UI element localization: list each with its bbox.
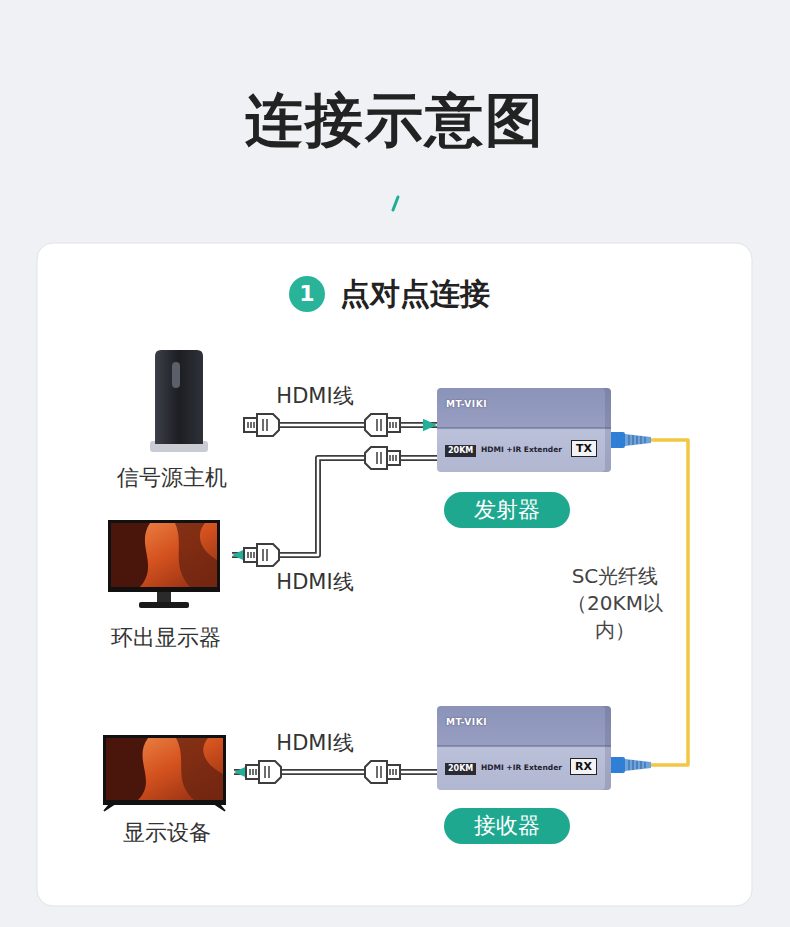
sc-connector — [609, 757, 651, 773]
section-heading: 点对点连接 — [340, 277, 490, 311]
tv-legs — [104, 805, 225, 811]
hdmi-plug — [244, 414, 279, 436]
hdmi-plug — [246, 761, 281, 783]
hdmi-plug — [365, 447, 400, 469]
receiver-unit: MT-VIKI 20KM HDMI +IR Extender RX — [437, 706, 611, 790]
device-caption: 信号源主机 — [100, 465, 244, 491]
monitor-frame — [108, 520, 220, 592]
monitor-screen — [111, 523, 217, 587]
role-pill: 发射器 — [444, 492, 570, 528]
screen-shadow — [176, 738, 223, 800]
cable-label: SC光纤线 （20KM以内） — [550, 563, 680, 644]
page-title: 连接示意图 — [0, 84, 790, 156]
connector-group — [232, 425, 688, 772]
model-name: HDMI +IR Extender — [481, 444, 562, 456]
cable-label: HDMI线 — [255, 730, 375, 756]
tower-highlight — [172, 362, 180, 388]
display-device: 显示设备 — [100, 730, 234, 846]
role-name: 发射器 — [474, 492, 540, 528]
content-card — [37, 243, 752, 906]
monitor-neck — [157, 592, 171, 603]
brand-mark: MT-VIKI — [446, 716, 487, 728]
hdmi-plug — [365, 414, 400, 436]
tv-screen — [106, 738, 223, 800]
hdmi-plug — [365, 761, 400, 783]
screen-shadow — [111, 523, 150, 587]
device-caption: 环出显示器 — [100, 625, 232, 651]
model-name: HDMI +IR Extender — [481, 762, 562, 774]
tower-body — [155, 350, 203, 444]
screen-shadow — [175, 523, 217, 587]
role-name: 接收器 — [474, 808, 540, 844]
unit-tag: TX — [571, 440, 597, 457]
monitor-foot — [139, 602, 189, 608]
tv-illustration — [103, 735, 226, 811]
hdmi-cable — [232, 458, 437, 555]
loop-monitor: 环出显示器 — [100, 515, 232, 651]
brand-mark: MT-VIKI — [446, 398, 487, 410]
tv-frame — [103, 735, 226, 805]
range-badge: 20KM — [445, 763, 476, 775]
step-number: 1 — [299, 276, 314, 312]
step-badge: 1 — [289, 276, 325, 312]
source-host: 信号源主机 — [100, 345, 244, 491]
unit-tag: RX — [570, 758, 597, 775]
cable-label: HDMI线 — [255, 383, 375, 409]
host-tower-illustration — [150, 350, 208, 452]
range-badge: 20KM — [445, 445, 476, 457]
role-pill: 接收器 — [444, 808, 570, 844]
cable-sheath — [232, 458, 437, 555]
cable-core — [232, 458, 437, 555]
device-caption: 显示设备 — [100, 820, 234, 846]
sc-connector — [609, 432, 651, 448]
title-accent — [393, 197, 398, 210]
screen-shadow — [106, 738, 148, 800]
hdmi-plug — [244, 544, 279, 566]
monitor-illustration — [108, 520, 220, 608]
transmitter-unit: MT-VIKI 20KM HDMI +IR Extender TX — [437, 388, 611, 472]
cable-label: HDMI线 — [255, 569, 375, 595]
